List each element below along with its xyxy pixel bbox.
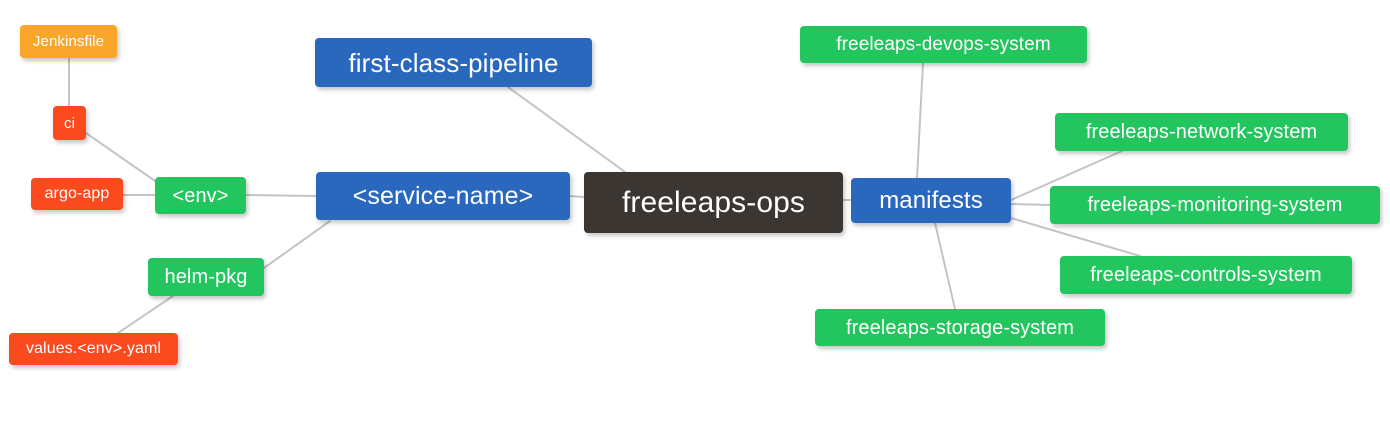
edge-manifests-to-freeleaps-monitoring-system [1010,203,1051,206]
node-label-freeleaps-storage-system: freeleaps-storage-system [845,316,1075,339]
node-helm-pkg[interactable]: helm-pkg [148,258,264,296]
node-service-name[interactable]: <service-name> [316,172,570,220]
node-label-jenkinsfile: Jenkinsfile [32,33,105,50]
node-label-manifests: manifests [879,186,983,214]
node-freeleaps-ops[interactable]: freeleaps-ops [584,172,843,233]
edge-first-class-pipeline-to-freeleaps-ops [507,86,626,173]
node-freeleaps-controls-system[interactable]: freeleaps-controls-system [1060,256,1352,294]
edge-manifests-to-freeleaps-storage-system [934,222,956,310]
node-label-freeleaps-ops: freeleaps-ops [621,185,806,219]
node-label-env: <env> [172,184,229,207]
edge-service-name-to-helm-pkg [263,220,331,269]
node-label-ci: ci [63,114,76,132]
node-label-freeleaps-controls-system: freeleaps-controls-system [1090,264,1322,286]
node-freeleaps-network-system[interactable]: freeleaps-network-system [1055,113,1348,151]
node-label-freeleaps-monitoring-system: freeleaps-monitoring-system [1087,194,1343,216]
node-label-helm-pkg: helm-pkg [164,266,248,288]
node-argo-app[interactable]: argo-app [31,178,123,210]
node-label-freeleaps-network-system: freeleaps-network-system [1085,121,1318,143]
node-label-values-yaml: values.<env>.yaml [25,340,162,357]
edge-ci-to-env [85,132,159,184]
edge-manifests-to-freeleaps-devops-system [916,62,924,179]
node-label-argo-app: argo-app [44,185,110,202]
node-jenkinsfile[interactable]: Jenkinsfile [20,25,117,58]
node-label-freeleaps-devops-system: freeleaps-devops-system [836,34,1051,55]
node-values-yaml[interactable]: values.<env>.yaml [9,333,178,365]
node-freeleaps-storage-system[interactable]: freeleaps-storage-system [815,309,1105,346]
node-manifests[interactable]: manifests [851,178,1011,223]
edge-service-name-to-freeleaps-ops [569,195,585,198]
node-first-class-pipeline[interactable]: first-class-pipeline [315,38,592,87]
node-freeleaps-devops-system[interactable]: freeleaps-devops-system [800,26,1087,63]
node-env[interactable]: <env> [155,177,246,214]
edge-helm-pkg-to-values-yaml [117,295,174,334]
node-label-service-name: <service-name> [352,181,534,210]
node-freeleaps-monitoring-system[interactable]: freeleaps-monitoring-system [1050,186,1380,224]
edge-env-to-service-name [245,194,317,197]
node-label-first-class-pipeline: first-class-pipeline [348,47,559,78]
node-ci[interactable]: ci [53,106,86,140]
